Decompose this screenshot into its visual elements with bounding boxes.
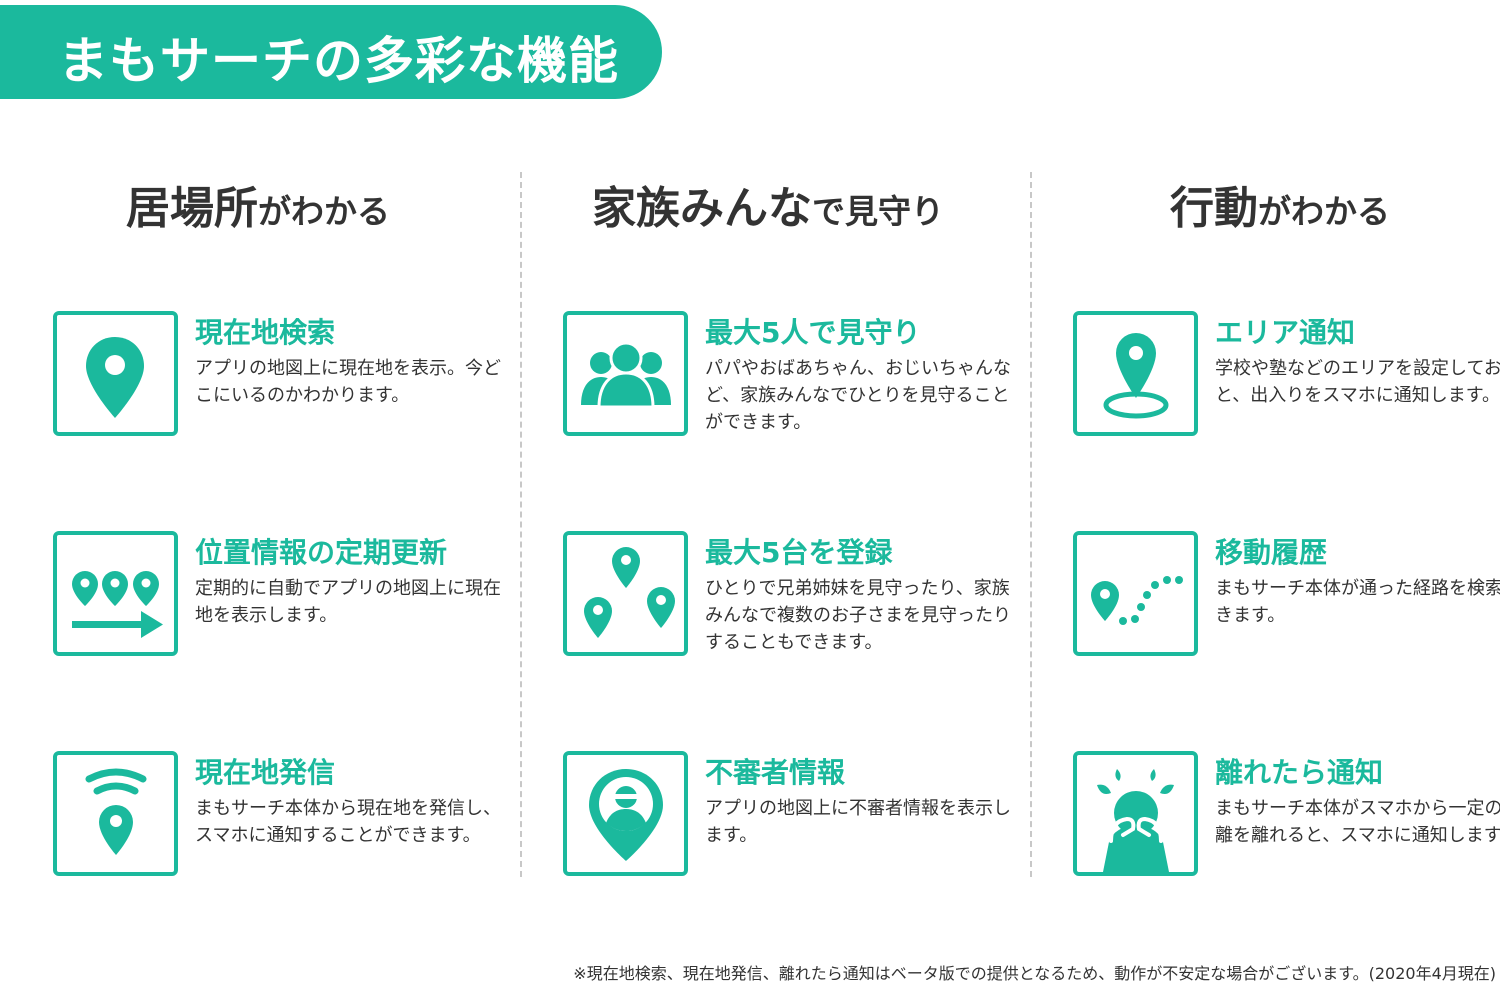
area-pin-icon <box>1073 311 1198 436</box>
feature-title: 最大5台を登録 <box>705 536 893 569</box>
footnote: ※現在地検索、現在地発信、離れたら通知はベータ版での提供となるため、動作が不安定… <box>573 964 1496 983</box>
feature-description: 定期的に自動でアプリの地図上に現在地を表示します。 <box>195 578 501 626</box>
feature-description: まもサーチ本体がスマホから一定の距離を離れると、スマホに通知します。 <box>1215 798 1500 846</box>
pins-arrow-icon <box>53 531 178 656</box>
divider <box>520 172 522 877</box>
feature-area-notify: エリア通知 学校や塾などのエリアを設定しておくと、出入りをスマホに通知します。 <box>1073 311 1500 441</box>
heading-main: 家族みんな <box>592 183 812 234</box>
heading-sub: がわかる <box>1258 192 1390 231</box>
map-pin-icon <box>53 311 178 436</box>
family-icon <box>563 311 688 436</box>
column-heading-activity: 行動がわかる <box>1170 172 1390 236</box>
feature-current-location: 現在地検索 アプリの地図上に現在地を表示。今どこにいるのかわかります。 <box>53 311 513 441</box>
crying-child-icon <box>1073 751 1198 876</box>
feature-separation-notify: 離れたら通知 まもサーチ本体がスマホから一定の距離を離れると、スマホに通知します… <box>1073 751 1500 881</box>
suspicious-person-icon <box>563 751 688 876</box>
feature-title: 離れたら通知 <box>1215 756 1384 789</box>
heading-main: 居場所 <box>126 183 258 234</box>
feature-title: 不審者情報 <box>705 756 846 789</box>
multiple-pins-icon <box>563 531 688 656</box>
title-banner: まもサーチの多彩な機能 <box>0 5 662 99</box>
divider <box>1030 172 1032 877</box>
route-history-icon <box>1073 531 1198 656</box>
feature-description: アプリの地図上に現在地を表示。今どこにいるのかわかります。 <box>195 358 501 406</box>
feature-description: まもサーチ本体が通った経路を検索できます。 <box>1215 578 1500 626</box>
feature-description: パパやおばあちゃん、おじいちゃんなど、家族みんなでひとりを見守ることができます。 <box>705 358 1011 433</box>
feature-location-send: 現在地発信 まもサーチ本体から現在地を発信し、スマホに通知することができます。 <box>53 751 513 881</box>
feature-title: 位置情報の定期更新 <box>195 536 448 569</box>
heading-sub: で見守り <box>812 192 944 231</box>
column-heading-location: 居場所がわかる <box>126 172 390 236</box>
feature-periodic-update: 位置情報の定期更新 定期的に自動でアプリの地図上に現在地を表示します。 <box>53 531 513 661</box>
feature-description: 学校や塾などのエリアを設定しておくと、出入りをスマホに通知します。 <box>1215 358 1500 406</box>
feature-title: 移動履歴 <box>1215 536 1328 569</box>
feature-description: ひとりで兄弟姉妹を見守ったり、家族みんなで複数のお子さまを見守ったりすることもで… <box>705 578 1011 653</box>
feature-five-watchers: 最大5人で見守り パパやおばあちゃん、おじいちゃんなど、家族みんなでひとりを見守… <box>563 311 1023 441</box>
heading-main: 行動 <box>1170 183 1258 234</box>
column-heading-family: 家族みんなで見守り <box>592 172 944 236</box>
feature-description: アプリの地図上に不審者情報を表示します。 <box>705 798 1011 846</box>
feature-five-devices: 最大5台を登録 ひとりで兄弟姉妹を見守ったり、家族みんなで複数のお子さまを見守っ… <box>563 531 1023 661</box>
feature-title: 現在地検索 <box>195 316 336 349</box>
page-title: まもサーチの多彩な機能 <box>58 32 619 90</box>
feature-route-history: 移動履歴 まもサーチ本体が通った経路を検索できます。 <box>1073 531 1500 661</box>
feature-title: エリア通知 <box>1215 316 1356 349</box>
heading-sub: がわかる <box>258 192 390 231</box>
feature-title: 最大5人で見守り <box>705 316 921 349</box>
feature-title: 現在地発信 <box>195 756 336 789</box>
feature-description: まもサーチ本体から現在地を発信し、スマホに通知することができます。 <box>195 798 501 846</box>
signal-pin-icon <box>53 751 178 876</box>
feature-suspicious-info: 不審者情報 アプリの地図上に不審者情報を表示します。 <box>563 751 1023 881</box>
